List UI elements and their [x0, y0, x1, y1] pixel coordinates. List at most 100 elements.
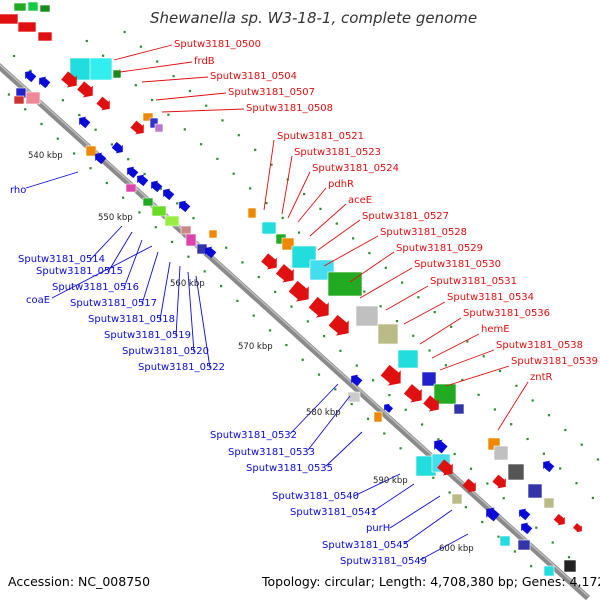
- tick-dot: [417, 296, 420, 299]
- gene-block: [13, 2, 27, 12]
- tick-dot: [241, 261, 244, 264]
- gene-label: zntR: [530, 372, 553, 383]
- gene-label: Sputw3181_0520: [122, 346, 209, 357]
- gene-block: [499, 535, 511, 547]
- tick-dot: [433, 311, 436, 314]
- gene-arrow: [205, 246, 217, 259]
- gene-arrow: [127, 166, 139, 179]
- gene-arrow: [437, 459, 453, 476]
- tick-dot: [290, 305, 293, 308]
- gene-arrow: [79, 116, 91, 129]
- tick-dot: [513, 550, 516, 553]
- tick-dot: [399, 447, 402, 450]
- gene-arrow: [462, 478, 476, 493]
- gene-arrow: [25, 70, 37, 83]
- gene-label: Sputw3181_0522: [138, 362, 225, 373]
- tick-dot: [151, 98, 154, 102]
- gene-label: Sputw3181_0521: [277, 131, 364, 142]
- leader-line: [25, 171, 79, 189]
- gene-block: [208, 229, 218, 239]
- gene-block: [185, 233, 197, 247]
- tick-dot: [486, 482, 489, 485]
- leader-line: [317, 219, 361, 251]
- tick-dot: [461, 378, 464, 382]
- tick-dot: [498, 369, 502, 373]
- gene-block: [247, 207, 257, 219]
- gene-block: [451, 493, 463, 505]
- gene-block: [327, 271, 363, 297]
- leader-line: [385, 285, 429, 311]
- leader-line: [161, 108, 245, 113]
- tick-dot: [301, 358, 304, 361]
- tick-dot: [412, 334, 415, 337]
- gene-arrow: [111, 141, 123, 154]
- scale-label: 580 kbp: [306, 408, 341, 418]
- gene-block: [377, 323, 399, 345]
- leader-line: [195, 275, 211, 369]
- gene-label: Sputw3181_0519: [104, 330, 191, 341]
- leader-line: [309, 203, 347, 237]
- gene-block: [517, 539, 531, 551]
- leader-line: [289, 383, 339, 435]
- gene-arrow: [137, 174, 149, 187]
- leader-line: [141, 251, 159, 305]
- tick-dot: [352, 237, 355, 240]
- gene-arrow: [403, 384, 422, 403]
- tick-dot: [334, 388, 337, 391]
- tick-dot: [510, 423, 513, 426]
- tick-dot: [123, 30, 126, 34]
- gene-arrow: [380, 364, 401, 386]
- tick-dot: [274, 290, 277, 293]
- tick-dot: [404, 408, 407, 411]
- tick-dot: [139, 45, 142, 48]
- tick-dot: [232, 172, 235, 175]
- scale-label: 600 kbp: [439, 544, 474, 554]
- leader-line: [325, 431, 363, 467]
- leader-line: [403, 301, 446, 325]
- gene-arrow: [384, 403, 394, 413]
- gene-block: [151, 205, 167, 217]
- tick-dot: [464, 506, 467, 509]
- gene-arrow: [328, 314, 349, 336]
- gene-block: [397, 349, 419, 369]
- gene-block: [281, 237, 295, 251]
- tick-dot: [366, 417, 370, 420]
- leader-line: [431, 333, 480, 359]
- tick-dot: [477, 393, 480, 396]
- tick-dot: [450, 325, 453, 328]
- tick-dot: [567, 556, 571, 559]
- gene-label: aceE: [348, 195, 372, 206]
- gene-label: Sputw3181_0527: [362, 211, 449, 222]
- tick-dot: [216, 157, 219, 160]
- leader-line: [175, 265, 181, 337]
- leader-line: [263, 139, 275, 211]
- gene-features: [0, 1, 582, 577]
- gene-label: Sputw3181_0515: [36, 266, 123, 277]
- tick-dot: [535, 526, 538, 529]
- gene-block: [543, 565, 555, 577]
- tick-dot: [236, 299, 239, 302]
- tick-dot: [167, 113, 170, 116]
- gene-arrow: [486, 507, 500, 522]
- leader-line: [497, 381, 529, 431]
- leader-line: [349, 251, 395, 283]
- tick-dot: [350, 403, 353, 406]
- gene-label: Sputw3181_0508: [246, 103, 333, 114]
- tick-dot: [448, 491, 451, 494]
- tick-dot: [444, 364, 447, 367]
- gene-block: [25, 91, 41, 105]
- tick-dot: [575, 482, 578, 485]
- tick-dot: [306, 320, 309, 323]
- gene-arrow: [543, 460, 555, 473]
- gene-block: [142, 112, 154, 122]
- gene-block: [17, 21, 37, 33]
- gene-arrow: [308, 296, 329, 318]
- gene-arrow: [434, 439, 448, 454]
- tick-dot: [542, 452, 545, 455]
- gene-arrow: [96, 96, 110, 111]
- tick-dot: [221, 119, 224, 122]
- tick-dot: [482, 355, 485, 358]
- gene-label: coaE: [26, 295, 50, 306]
- gene-label: Sputw3181_0516: [52, 282, 139, 293]
